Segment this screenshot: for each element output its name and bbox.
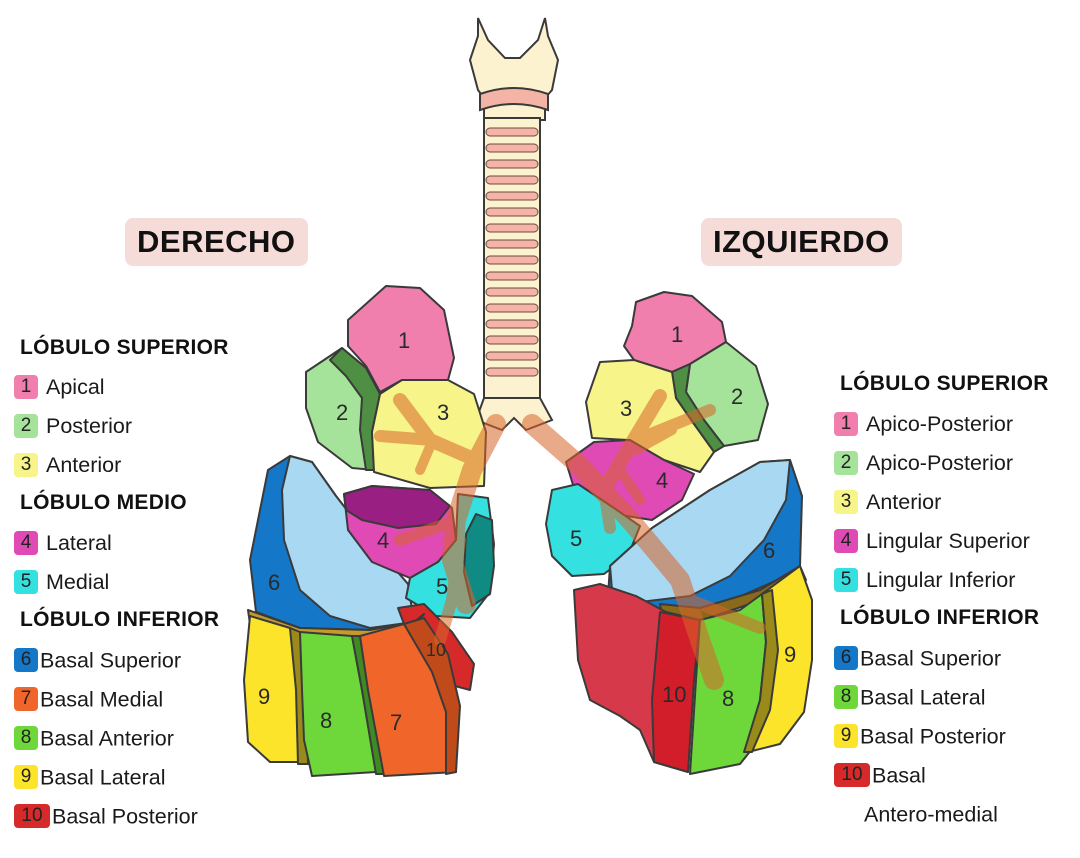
legend-label: Basal Posterior <box>52 804 198 829</box>
right-num-4: 4 <box>377 528 389 553</box>
left-legend-item-5: 5 Lingular Inferior <box>834 565 1015 593</box>
badge-3: 3 <box>14 453 38 478</box>
badge-5: 5 <box>14 570 38 595</box>
right-num-8: 8 <box>320 708 332 733</box>
right-lung <box>243 285 495 777</box>
left-side-title: IZQUIERDO <box>701 218 902 266</box>
right-legend-item-2: 2 Posterior <box>14 411 132 439</box>
bronchial-tree <box>374 389 766 690</box>
right-num-10: 10 <box>426 640 446 660</box>
badge-1: 1 <box>834 412 858 437</box>
left-num-9: 9 <box>784 642 796 667</box>
badge-2: 2 <box>14 414 38 439</box>
left-legend-item-2: 2 Apico-Posterior <box>834 448 1013 476</box>
badge-6: 6 <box>834 646 858 671</box>
right-num-9: 9 <box>258 684 270 709</box>
badge-1: 1 <box>14 375 38 400</box>
right-heading-inferior: LÓBULO INFERIOR <box>20 608 220 631</box>
right-num-1: 1 <box>398 328 410 353</box>
left-num-10: 10 <box>662 682 686 707</box>
legend-label: Medial <box>46 570 110 595</box>
left-heading-inferior: LÓBULO INFERIOR <box>840 606 1040 629</box>
left-num-6: 6 <box>763 538 775 563</box>
legend-label: Anterior <box>866 490 942 515</box>
badge-8: 8 <box>14 726 38 751</box>
left-num-2: 2 <box>731 384 743 409</box>
left-num-4: 4 <box>656 468 668 493</box>
legend-label: Basal Superior <box>40 648 182 673</box>
legend-label: Basal Medial <box>40 687 164 712</box>
left-num-8: 8 <box>722 686 734 711</box>
legend-label: Lingular Superior <box>866 529 1030 554</box>
legend-label: Posterior <box>46 414 133 439</box>
badge-10: 10 <box>14 804 50 829</box>
right-num-2: 2 <box>336 400 348 425</box>
right-legend-item-1: 1 Apical <box>14 372 105 400</box>
right-num-3: 3 <box>437 400 449 425</box>
legend-label: Basal Superior <box>860 646 1002 671</box>
badge-3: 3 <box>834 490 858 515</box>
left-lung <box>545 291 813 775</box>
badge-8: 8 <box>834 685 858 710</box>
legend-label: Basal Lateral <box>40 765 166 790</box>
right-legend-item-3: 3 Anterior <box>14 450 121 478</box>
badge-10: 10 <box>834 763 870 788</box>
right-num-7: 7 <box>390 710 402 735</box>
legend-label: Antero-medial <box>864 802 998 827</box>
badge-4: 4 <box>834 529 858 554</box>
badge-6: 6 <box>14 648 38 673</box>
trachea <box>468 17 560 432</box>
legend-label: Lingular Inferior <box>866 568 1016 593</box>
legend-label: Apico-Posterior <box>866 412 1013 437</box>
right-heading-medio: LÓBULO MEDIO <box>20 491 187 514</box>
legend-label: Basal Anterior <box>40 726 174 751</box>
right-legend-item-4: 4 Lateral <box>14 528 112 556</box>
badge-5: 5 <box>834 568 858 593</box>
right-side-title: DERECHO <box>125 218 308 266</box>
right-heading-superior: LÓBULO SUPERIOR <box>20 336 229 359</box>
badge-7: 7 <box>14 687 38 712</box>
legend-label: Lateral <box>46 531 112 556</box>
legend-label: Apico-Posterior <box>866 451 1013 476</box>
left-num-3: 3 <box>620 396 632 421</box>
badge-9: 9 <box>834 724 858 749</box>
left-heading-superior: LÓBULO SUPERIOR <box>840 372 1049 395</box>
right-num-5: 5 <box>436 574 448 599</box>
trachea-rings <box>485 127 539 377</box>
legend-label: Anterior <box>46 453 122 478</box>
legend-label: Apical <box>46 375 105 400</box>
right-num-6: 6 <box>268 570 280 595</box>
left-legend-item-1: 1 Apico-Posterior <box>834 409 1013 437</box>
left-num-5: 5 <box>570 526 582 551</box>
badge-9: 9 <box>14 765 38 790</box>
left-num-1: 1 <box>671 322 683 347</box>
left-main-bronchus <box>522 414 724 690</box>
legend-label: Basal <box>872 763 926 788</box>
badge-4: 4 <box>14 531 38 556</box>
left-legend-item-4: 4 Lingular Superior <box>834 526 1030 554</box>
badge-2: 2 <box>834 451 858 476</box>
legend-label: Basal Lateral <box>860 685 986 710</box>
left-legend-item-3: 3 Anterior <box>834 487 941 515</box>
left-legend-item-10-line2: Antero-medial <box>864 799 998 827</box>
right-legend-item-5: 5 Medial <box>14 567 109 595</box>
legend-label: Basal Posterior <box>860 724 1006 749</box>
segment-numbers: 1 2 3 4 5 6 7 8 9 10 1 2 3 4 5 6 8 9 10 <box>258 322 796 735</box>
